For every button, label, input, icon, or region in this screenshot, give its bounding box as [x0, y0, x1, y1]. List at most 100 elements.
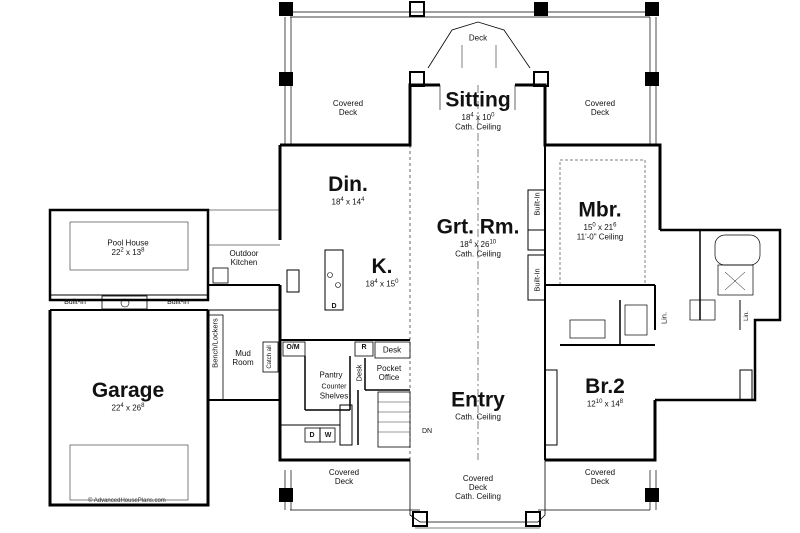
pocket-office-line2: Office — [378, 373, 400, 382]
covered-deck-bl-line1: Covered — [328, 467, 360, 477]
dining-name: Din. — [328, 173, 368, 197]
sitting-dim-h-sup: 0 — [491, 112, 495, 119]
pool-house-dim-h: 13 — [132, 248, 142, 258]
covered-deck-br-label: Covered Deck — [585, 468, 615, 486]
lin-upper-label: Lin. — [659, 311, 669, 325]
sitting-note: Cath. Ceiling — [455, 122, 501, 132]
master-dims: 150 x 216 — [583, 222, 617, 233]
master-dim-h: 21 — [604, 223, 614, 233]
great-room-label: Grt. Rm. 184 x 2610 Cath. Ceiling — [437, 215, 520, 258]
br2-name: Br.2 — [585, 375, 625, 399]
pool-house-dim-w-sup: 2 — [120, 247, 124, 254]
deck-top-label: Deck — [468, 33, 488, 43]
covered-deck-bc-line1: Covered — [462, 474, 494, 484]
om-label: O/M — [286, 343, 300, 351]
covered-deck-bc-label: Covered Deck Cath. Ceiling — [455, 474, 501, 502]
covered-deck-left-line2: Deck — [338, 108, 358, 117]
garage-dims: 224 x 268 — [111, 403, 145, 413]
pool-house-label: Pool House 222 x 138 — [107, 238, 148, 257]
garage-label: Garage 224 x 268 — [92, 379, 164, 413]
washer-label: W — [324, 431, 332, 439]
bench-lockers-label: Bench/Lockers — [210, 318, 220, 368]
dining-dim-w-sup: 4 — [340, 197, 344, 204]
covered-deck-right-label: Covered Deck — [585, 99, 615, 117]
sitting-dim-w: 18 — [461, 113, 471, 123]
watermark: © AdvancedHousePlans.com — [88, 498, 166, 504]
pool-house-dim-h-sup: 8 — [141, 247, 145, 254]
covered-deck-bc-line3: Cath. Ceiling — [455, 492, 501, 502]
covered-deck-left-line1: Covered — [332, 98, 364, 108]
master-dim-h-sup: 6 — [613, 222, 617, 229]
covered-deck-left-label: Covered Deck — [333, 99, 363, 117]
br2-label: Br.2 1210 x 148 — [585, 375, 625, 409]
great-room-dims: 184 x 2610 — [459, 239, 497, 250]
counter-shelves-line1: Counter — [321, 383, 347, 391]
garage-dim-w: 22 — [111, 403, 121, 413]
master-dim-w-sup: 0 — [592, 222, 596, 229]
outdoor-kitchen-label: Outdoor Kitchen — [230, 249, 259, 267]
outdoor-kitchen-line1: Outdoor — [229, 248, 259, 258]
br2-dim-h: 14 — [610, 399, 620, 409]
sitting-name: Sitting — [445, 88, 511, 112]
great-room-dim-h: 26 — [480, 240, 490, 250]
counter-shelves-label: Counter Shelves — [320, 383, 348, 400]
pool-house-dim-w: 22 — [111, 248, 121, 258]
kitchen-dim-h: 15 — [386, 279, 396, 289]
dining-dim-h: 14 — [352, 197, 362, 207]
covered-deck-br-line1: Covered — [584, 467, 616, 477]
master-label: Mbr. 150 x 216 11'-0" Ceiling — [577, 198, 623, 241]
r-label: R — [361, 343, 367, 351]
kitchen-name: K. — [371, 255, 393, 279]
dining-dim-w: 18 — [331, 197, 341, 207]
sitting-dim-w-sup: 4 — [470, 112, 474, 119]
built-in-lower-label: Built-In — [532, 268, 542, 292]
pocket-office-label: Pocket Office — [377, 364, 401, 382]
great-room-note: Cath. Ceiling — [455, 249, 501, 259]
garage-dim-w-sup: 4 — [120, 403, 124, 410]
mud-room-line1: Mud — [235, 348, 251, 358]
kitchen-dim-w: 18 — [365, 279, 375, 289]
br2-dim-h-sup: 8 — [619, 399, 624, 406]
br2-dim-w-sup: 10 — [595, 399, 603, 406]
built-in-upper-label: Built-In — [532, 192, 542, 216]
mud-room-line2: Room — [232, 358, 254, 367]
great-room-dim-w-sup: 4 — [468, 239, 473, 246]
covered-deck-br-line2: Deck — [590, 477, 610, 486]
pool-house-name: Pool House — [107, 238, 149, 248]
great-room-dim-w: 18 — [459, 240, 469, 250]
dining-dim-h-sup: 4 — [361, 197, 365, 204]
dryer-label: D — [309, 431, 315, 439]
kitchen-dims: 184 x 150 — [365, 279, 399, 289]
dining-dims: 184 x 144 — [331, 197, 365, 207]
counter-shelves-line2: Shelves — [319, 391, 349, 401]
master-note: 11'-0" Ceiling — [576, 232, 624, 242]
pocket-office-line1: Pocket — [376, 363, 402, 373]
entry-label: Entry Cath. Ceiling — [451, 388, 505, 421]
covered-deck-bl-label: Covered Deck — [329, 468, 359, 486]
great-room-name: Grt. Rm. — [436, 215, 520, 239]
master-name: Mbr. — [578, 198, 622, 222]
built-in-mid-label: Built-In — [167, 298, 189, 306]
desk-top-label: Desk — [382, 345, 402, 355]
mud-room-label: Mud Room — [232, 349, 253, 367]
master-dim-w: 15 — [583, 223, 593, 233]
pool-house-dims: 222 x 138 — [111, 247, 145, 258]
outdoor-kitchen-line2: Kitchen — [230, 258, 258, 267]
desk-side-label: Desk — [354, 364, 364, 382]
built-in-left-label: Built-In — [64, 298, 86, 306]
covered-deck-bc-line2: Deck — [468, 483, 488, 493]
lin-lower-label: Lin. — [744, 311, 750, 321]
dishwasher-label: D — [331, 302, 337, 310]
sitting-dims: 184 x 100 — [461, 112, 495, 123]
catch-all-label: Catch all — [267, 345, 273, 369]
stair-down-label: DN — [421, 427, 433, 435]
garage-dim-h-sup: 8 — [141, 403, 145, 410]
pantry-label: Pantry — [319, 370, 343, 380]
br2-dim-w: 12 — [586, 399, 596, 409]
br2-dims: 1210 x 148 — [586, 399, 624, 409]
garage-name: Garage — [91, 379, 165, 403]
kitchen-dim-w-sup: 4 — [374, 279, 378, 286]
entry-name: Entry — [451, 388, 505, 412]
entry-note: Cath. Ceiling — [455, 412, 501, 422]
